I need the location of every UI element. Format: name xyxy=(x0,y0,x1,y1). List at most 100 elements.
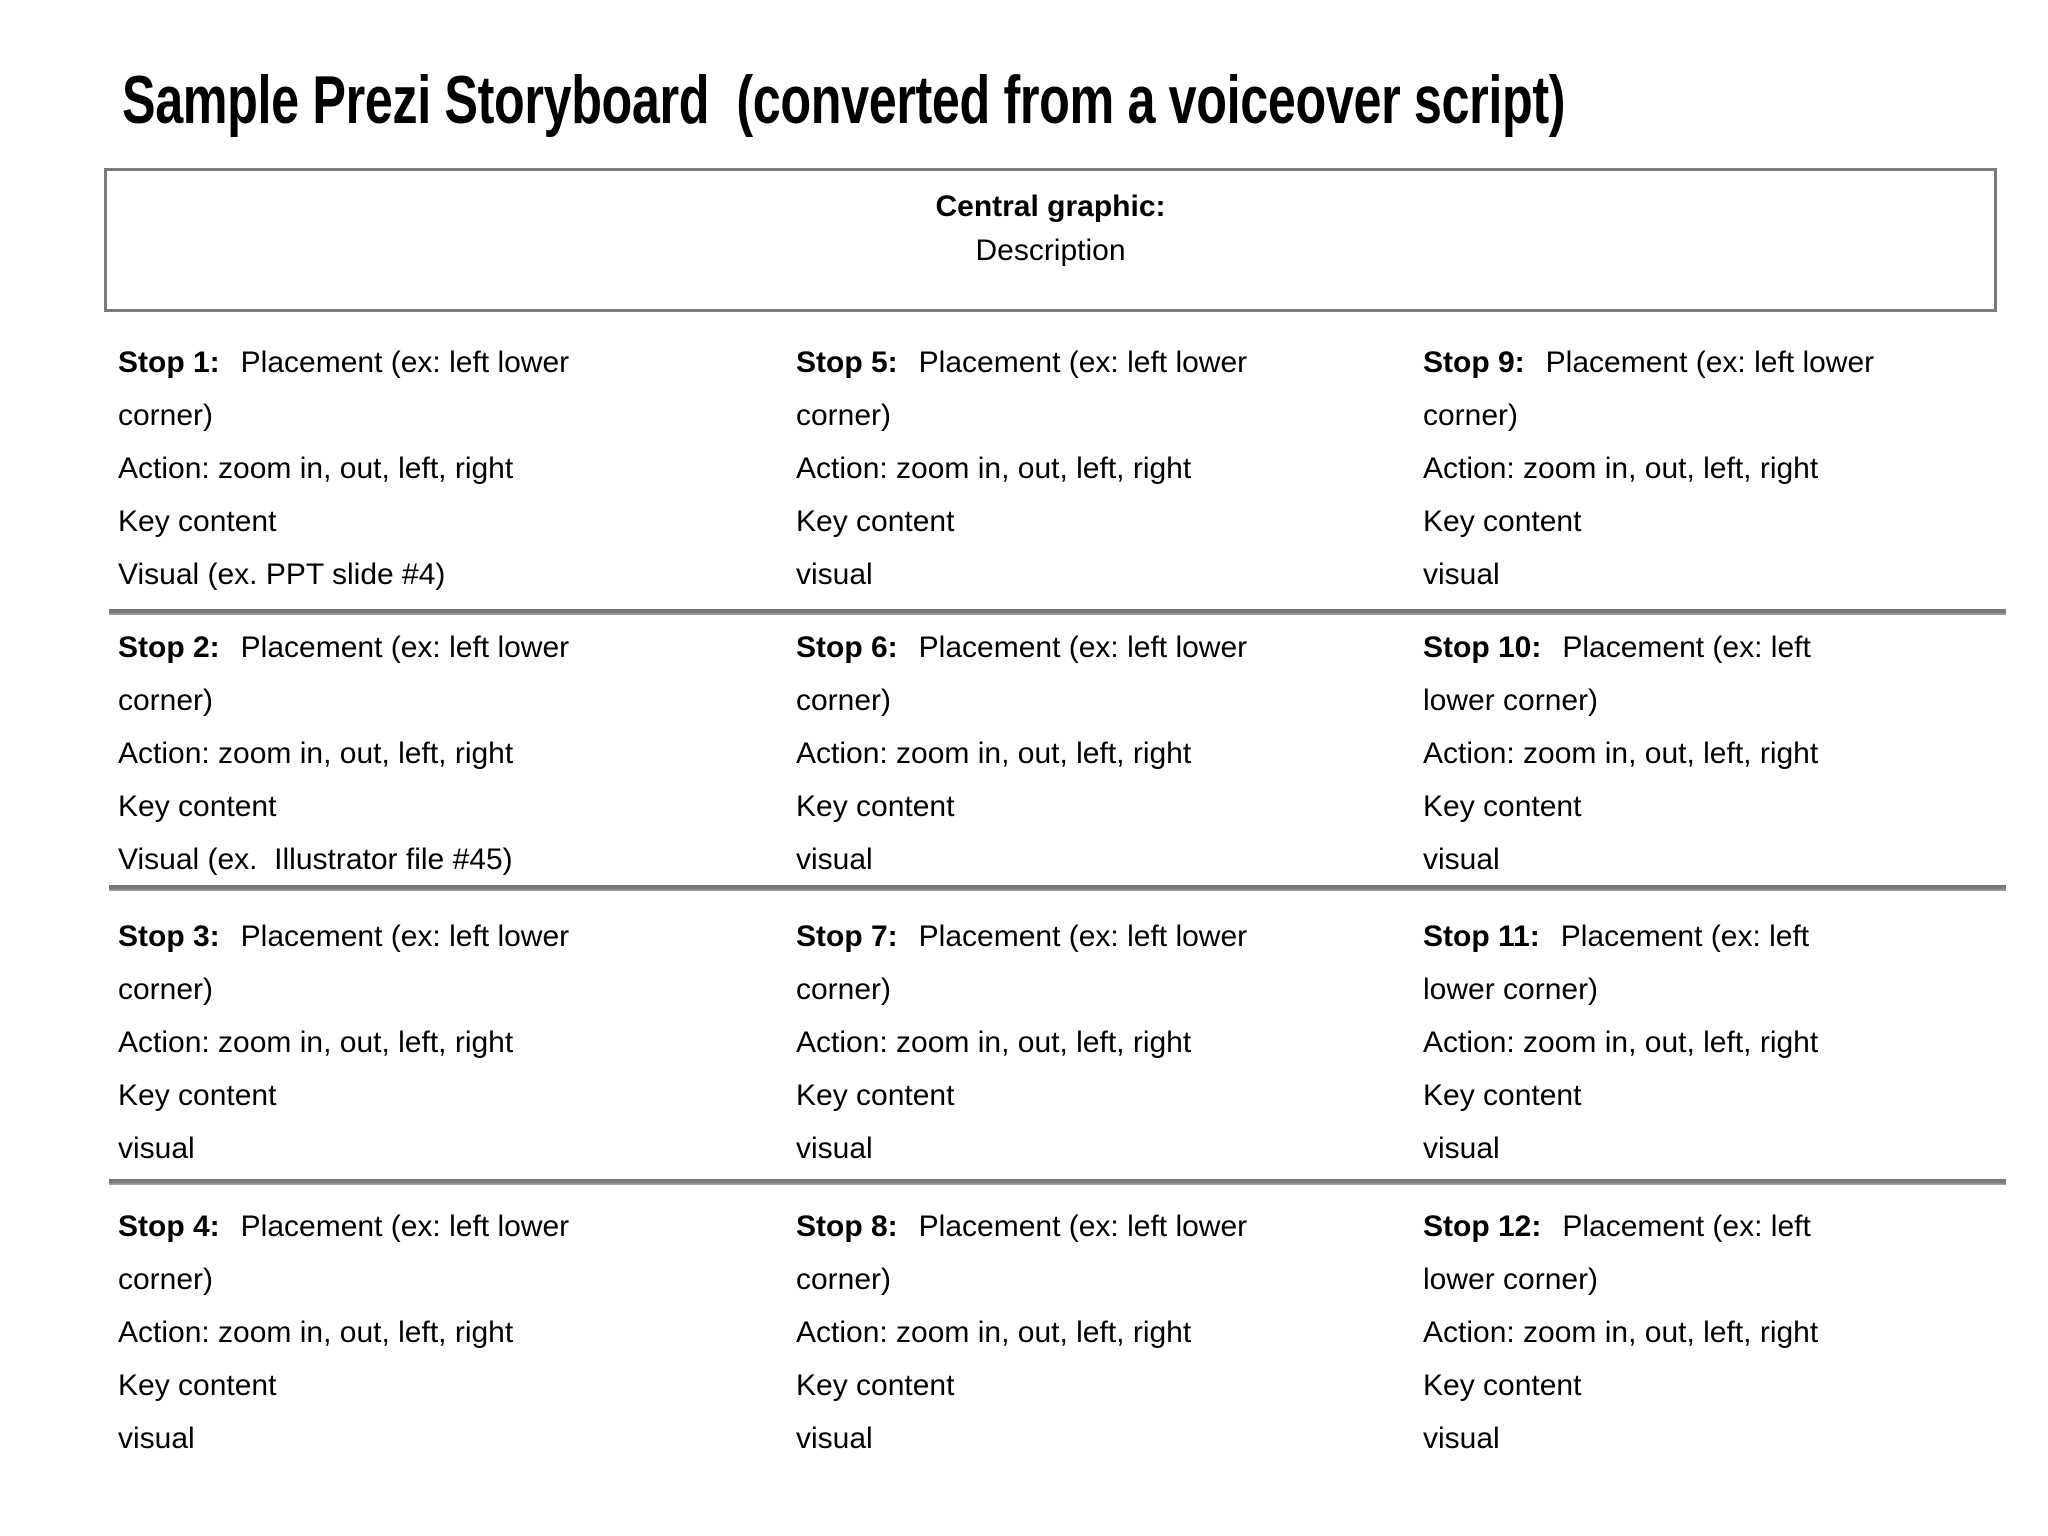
stop-label: Stop 1: xyxy=(118,346,220,379)
stop-action: Action: zoom in, out, left, right xyxy=(796,1026,1192,1059)
stop-key-content: Key content xyxy=(1423,790,1582,823)
stop-key-content: Key content xyxy=(796,790,955,823)
central-graphic-box: Central graphic: Description xyxy=(104,168,1997,312)
stop-heading-line: Stop 9: Placement (ex: left lower xyxy=(1423,336,2006,389)
stop-heading-line: Stop 6: Placement (ex: left lower xyxy=(796,621,1423,674)
stop-cell-2: Stop 2: Placement (ex: left lower corner)… xyxy=(109,621,796,886)
stop-action: Action: zoom in, out, left, right xyxy=(1423,737,1819,770)
stop-heading-line: Stop 11: Placement (ex: left xyxy=(1423,910,2006,963)
row-divider-2 xyxy=(109,885,2006,891)
stop-heading-line: Stop 3: Placement (ex: left lower xyxy=(118,910,796,963)
stop-placement-line2: corner) xyxy=(1423,399,1519,432)
stop-placement-line1: Placement (ex: left lower xyxy=(918,920,1248,953)
stop-cell-5: Stop 5: Placement (ex: left lower corner)… xyxy=(796,336,1423,601)
stop-heading-line: Stop 8:Placement (ex: left lower xyxy=(796,1200,1423,1253)
stop-key-content: Key content xyxy=(1423,505,1582,538)
stop-visual: Visual (ex. PPT slide #4) xyxy=(118,558,446,591)
stop-placement-line1: Placement (ex: left lower xyxy=(918,1210,1248,1243)
storyboard-row-4: Stop 4: Placement (ex: left lower corner)… xyxy=(109,1200,2006,1470)
central-graphic-heading: Central graphic: xyxy=(935,190,1166,223)
stop-action: Action: zoom in, out, left, right xyxy=(796,452,1192,485)
stop-visual: visual xyxy=(118,1132,195,1165)
row-divider-3 xyxy=(109,1179,2006,1185)
stop-label: Stop 9: xyxy=(1423,346,1525,379)
stop-cell-11: Stop 11: Placement (ex: left lower corner… xyxy=(1423,910,2006,1175)
stop-key-content: Key content xyxy=(796,1079,955,1112)
stop-cell-8: Stop 8:Placement (ex: left lower corner)… xyxy=(796,1200,1423,1465)
stop-action: Action: zoom in, out, left, right xyxy=(118,452,514,485)
stop-key-content: Key content xyxy=(118,1369,277,1402)
stop-placement-line2: corner) xyxy=(118,973,214,1006)
stop-visual: visual xyxy=(796,558,873,591)
stop-placement-line1: Placement (ex: left xyxy=(1562,631,1811,664)
stop-heading-line: Stop 10: Placement (ex: left xyxy=(1423,621,2006,674)
stop-placement-line1: Placement (ex: left lower xyxy=(240,631,570,664)
stop-key-content: Key content xyxy=(118,505,277,538)
stop-action: Action: zoom in, out, left, right xyxy=(118,1026,514,1059)
page-title: Sample Prezi Storyboard (converted from … xyxy=(122,62,1566,138)
stop-heading-line: Stop 7: Placement (ex: left lower xyxy=(796,910,1423,963)
stop-action: Action: zoom in, out, left, right xyxy=(796,737,1192,770)
stop-label: Stop 7: xyxy=(796,920,898,953)
stop-placement-line1: Placement (ex: left lower xyxy=(240,346,570,379)
stop-visual: visual xyxy=(796,843,873,876)
storyboard-row-1: Stop 1: Placement (ex: left lower corner)… xyxy=(109,336,2006,606)
stop-cell-10: Stop 10: Placement (ex: left lower corner… xyxy=(1423,621,2006,886)
stop-visual: visual xyxy=(1423,558,1500,591)
row-divider-1 xyxy=(109,609,2006,615)
stop-cell-1: Stop 1: Placement (ex: left lower corner)… xyxy=(109,336,796,601)
stop-placement-line2: corner) xyxy=(796,684,892,717)
stop-label: Stop 6: xyxy=(796,631,898,664)
stop-label: Stop 10: xyxy=(1423,631,1542,664)
stop-heading-line: Stop 2: Placement (ex: left lower xyxy=(118,621,796,674)
stop-cell-3: Stop 3: Placement (ex: left lower corner)… xyxy=(109,910,796,1175)
stop-key-content: Key content xyxy=(118,1079,277,1112)
stop-cell-6: Stop 6: Placement (ex: left lower corner)… xyxy=(796,621,1423,886)
stop-key-content: Key content xyxy=(1423,1369,1582,1402)
stop-placement-line2: lower corner) xyxy=(1423,973,1599,1006)
stop-action: Action: zoom in, out, left, right xyxy=(1423,452,1819,485)
stop-placement-line1: Placement (ex: left lower xyxy=(240,920,570,953)
stop-key-content: Key content xyxy=(1423,1079,1582,1112)
stop-label: Stop 5: xyxy=(796,346,898,379)
central-graphic-description: Description xyxy=(975,234,1126,267)
stop-placement-line2: corner) xyxy=(118,1263,214,1296)
stop-action: Action: zoom in, out, left, right xyxy=(1423,1026,1819,1059)
stop-placement-line1: Placement (ex: left lower xyxy=(240,1210,570,1243)
stop-placement-line2: corner) xyxy=(118,684,214,717)
stop-label: Stop 11: xyxy=(1423,920,1540,953)
stop-placement-line2: corner) xyxy=(796,399,892,432)
stop-visual: visual xyxy=(1423,1132,1500,1165)
stop-placement-line1: Placement (ex: left xyxy=(1560,920,1810,953)
stop-key-content: Key content xyxy=(118,790,277,823)
stop-key-content: Key content xyxy=(796,1369,955,1402)
stop-visual: visual xyxy=(796,1132,873,1165)
stop-action: Action: zoom in, out, left, right xyxy=(118,737,514,770)
stop-label: Stop 2: xyxy=(118,631,220,664)
stop-placement-line1: Placement (ex: left xyxy=(1562,1210,1811,1243)
stop-cell-4: Stop 4: Placement (ex: left lower corner)… xyxy=(109,1200,796,1465)
stop-placement-line2: corner) xyxy=(118,399,214,432)
stop-placement-line1: Placement (ex: left lower xyxy=(1545,346,1875,379)
stop-placement-line1: Placement (ex: left lower xyxy=(918,346,1248,379)
stop-heading-line: Stop 12:Placement (ex: left xyxy=(1423,1200,2006,1253)
stop-cell-9: Stop 9: Placement (ex: left lower corner)… xyxy=(1423,336,2006,601)
stop-visual: visual xyxy=(1423,843,1500,876)
storyboard-row-2: Stop 2: Placement (ex: left lower corner)… xyxy=(109,621,2006,891)
stop-visual: Visual (ex. Illustrator file #45) xyxy=(118,843,513,876)
stop-placement-line2: lower corner) xyxy=(1423,684,1599,717)
stop-heading-line: Stop 4: Placement (ex: left lower xyxy=(118,1200,796,1253)
stop-placement-line2: corner) xyxy=(796,973,892,1006)
stop-label: Stop 3: xyxy=(118,920,220,953)
stop-cell-12: Stop 12:Placement (ex: left lower corner… xyxy=(1423,1200,2006,1465)
stop-placement-line2: lower corner) xyxy=(1423,1263,1599,1296)
stop-action: Action: zoom in, out, left, right xyxy=(1423,1316,1819,1349)
stop-placement-line2: corner) xyxy=(796,1263,892,1296)
stop-label: Stop 4: xyxy=(118,1210,220,1243)
stop-heading-line: Stop 5: Placement (ex: left lower xyxy=(796,336,1423,389)
stop-placement-line1: Placement (ex: left lower xyxy=(918,631,1248,664)
stop-action: Action: zoom in, out, left, right xyxy=(796,1316,1192,1349)
stop-cell-7: Stop 7: Placement (ex: left lower corner)… xyxy=(796,910,1423,1175)
stop-action: Action: zoom in, out, left, right xyxy=(118,1316,514,1349)
